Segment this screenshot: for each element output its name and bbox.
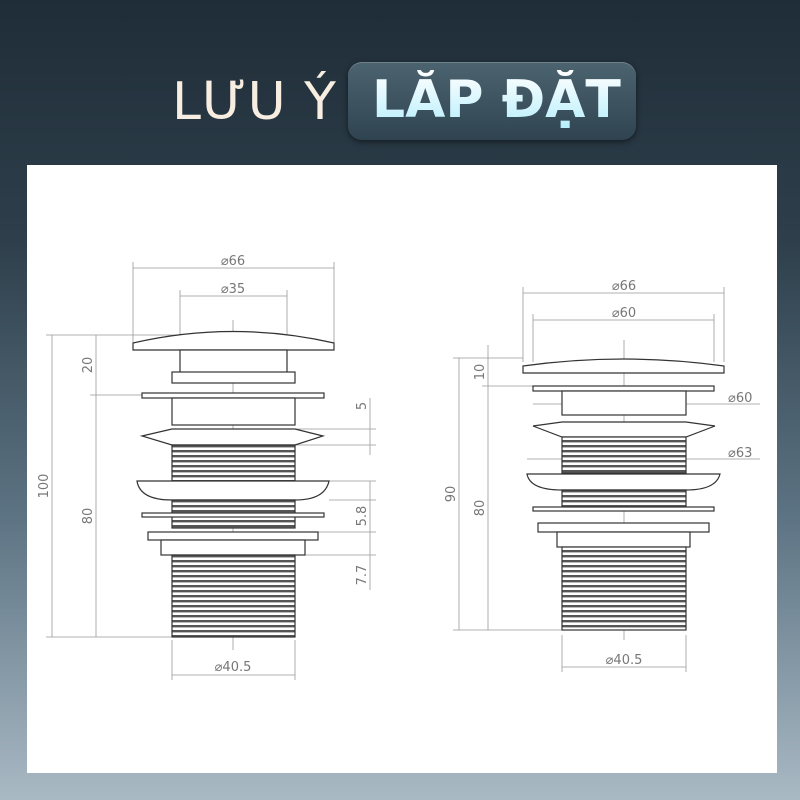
dim-right-d66: ⌀66 xyxy=(612,279,636,294)
dim-right-80: 80 xyxy=(473,500,488,517)
dim-left-80: 80 xyxy=(81,508,96,525)
dim-left-100: 100 xyxy=(37,474,52,499)
title-prefix: LƯU Ý xyxy=(172,72,337,132)
dim-left-20: 20 xyxy=(81,357,96,374)
dim-left-5-8: 5.8 xyxy=(355,506,370,527)
dim-left-7-7: 7.7 xyxy=(355,565,370,586)
title-highlight-text: LẮP ĐẶT xyxy=(372,70,621,130)
dim-right-10: 10 xyxy=(473,364,488,381)
title-highlight-badge xyxy=(348,62,636,140)
dimension-lines xyxy=(46,262,760,680)
dim-right-90: 90 xyxy=(444,486,459,503)
left-dimension-labels: ⌀66 ⌀35 100 20 80 5 5.8 7.7 ⌀40.5 xyxy=(37,254,370,675)
dim-right-d63: ⌀63 xyxy=(728,446,752,461)
dim-left-d40-5: ⌀40.5 xyxy=(215,660,252,675)
dim-right-d60: ⌀60 xyxy=(612,306,636,321)
right-drain-drawing xyxy=(522,358,725,631)
right-dimension-labels: ⌀66 ⌀60 ⌀60 ⌀63 90 10 80 ⌀40.5 xyxy=(444,279,752,668)
dim-left-d66: ⌀66 xyxy=(221,254,245,269)
dim-right-d60-plate: ⌀60 xyxy=(728,391,752,406)
dim-left-5: 5 xyxy=(355,402,370,410)
dim-right-d40-5: ⌀40.5 xyxy=(606,653,643,668)
left-drain-drawing xyxy=(132,330,335,638)
dim-left-d35: ⌀35 xyxy=(221,282,245,297)
